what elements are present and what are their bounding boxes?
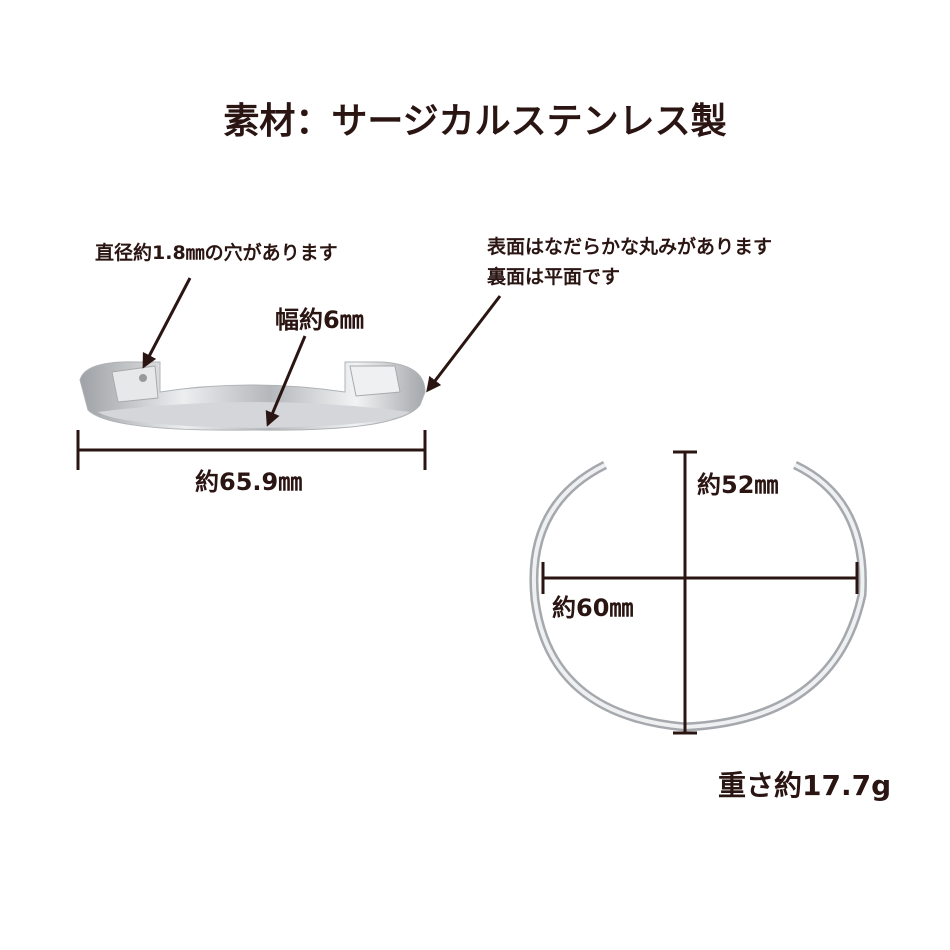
hole-icon — [139, 374, 147, 382]
surface-arrow — [426, 295, 502, 393]
length-dimension-line — [76, 430, 427, 470]
width-arrow — [265, 335, 307, 427]
top-view-width-label: 約60㎜ — [552, 594, 634, 622]
surface-note-1: 表面はなだらかな丸みがあります — [487, 236, 773, 258]
length-label: 約65.9㎜ — [195, 468, 303, 496]
width-label: 幅約6㎜ — [275, 306, 364, 334]
top-view-dimension-lines — [541, 450, 859, 735]
surface-note-2: 裏面は平面です — [487, 266, 621, 288]
top-view-height-label: 約52㎜ — [697, 471, 779, 499]
bracelet-side-view — [79, 361, 426, 431]
page-title: 素材：サージカルステンレス製 — [223, 101, 727, 142]
hole-note: 直径約1.8㎜の穴があります — [95, 242, 338, 264]
hole-arrow — [142, 277, 192, 369]
weight-label: 重さ約17.7g — [718, 769, 892, 802]
